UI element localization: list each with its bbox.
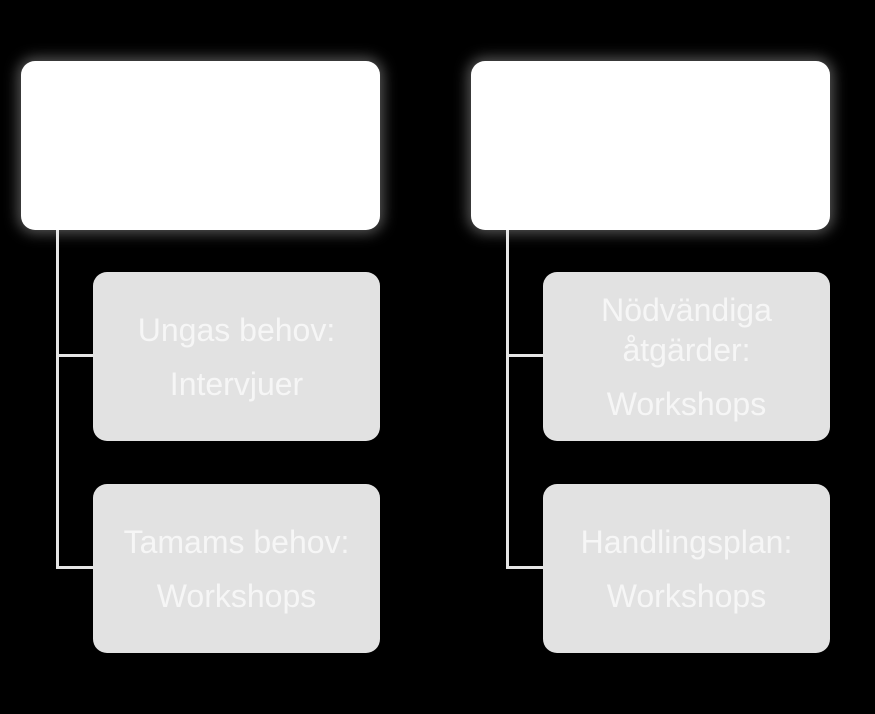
right-branch-connector-2 bbox=[506, 566, 543, 569]
child-title-line-1: Nödvändiga bbox=[601, 291, 772, 328]
child-detail: Workshops bbox=[156, 577, 317, 614]
child-title: Ungas behov: bbox=[137, 311, 336, 348]
right-header-box bbox=[471, 61, 830, 230]
right-vertical-connector bbox=[506, 230, 509, 569]
right-branch-connector-1 bbox=[506, 354, 543, 357]
child-box-nodvandiga-atgarder: Nödvändiga åtgärder: Workshops bbox=[543, 272, 830, 441]
child-text: Ungas behov: Intervjuer bbox=[138, 310, 335, 404]
left-branch-connector-1 bbox=[56, 354, 93, 357]
child-detail: Workshops bbox=[606, 385, 767, 422]
child-detail: Workshops bbox=[606, 577, 767, 614]
left-branch-connector-2 bbox=[56, 566, 93, 569]
child-text: Handlingsplan: Workshops bbox=[581, 522, 793, 616]
child-box-handlingsplan: Handlingsplan: Workshops bbox=[543, 484, 830, 653]
child-box-ungas-behov: Ungas behov: Intervjuer bbox=[93, 272, 380, 441]
child-detail: Intervjuer bbox=[169, 365, 304, 402]
child-text: Nödvändiga åtgärder: Workshops bbox=[601, 290, 772, 424]
child-title: Handlingsplan: bbox=[580, 523, 793, 560]
child-title-line-2: åtgärder: bbox=[622, 331, 751, 368]
left-vertical-connector bbox=[56, 230, 59, 569]
child-text: Tamams behov: Workshops bbox=[124, 522, 350, 616]
child-box-tamams-behov: Tamams behov: Workshops bbox=[93, 484, 380, 653]
left-header-box bbox=[21, 61, 380, 230]
child-title: Tamams behov: bbox=[123, 523, 350, 560]
